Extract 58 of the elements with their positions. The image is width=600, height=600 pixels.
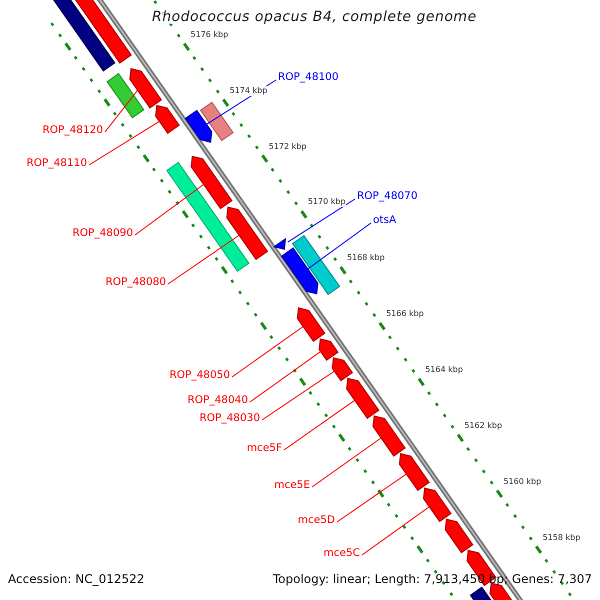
scale-label: 5162 kbp [464,420,502,431]
gene-band [166,162,250,272]
leader-line [312,438,382,488]
gene-band [200,102,234,142]
gene-feature [444,518,474,554]
leader-line [134,184,204,236]
gene-label: ROP_48120 [42,123,103,137]
gene-label: ROP_48090 [72,226,133,240]
leader-line [262,370,335,420]
leader-line [336,474,407,522]
gene-feature [190,156,233,210]
scale-label: 5166 kbp [386,309,424,320]
leader-line [104,90,138,132]
leader-line [232,326,304,378]
gene-label: ROP_48030 [199,411,260,425]
gene-feature [372,415,406,457]
gene-label: otsA [373,213,396,227]
gene-label: ROP_48070 [357,189,418,203]
title: Rhodococcus opacus B4, complete genome [152,10,477,24]
leader-line [250,351,322,402]
gene-label: mce5D [298,513,335,527]
scale-label: 5160 kbp [503,476,542,487]
scale-label: 5170 kbp [308,197,346,208]
scale-label: 5174 kbp [230,86,268,96]
accession-note: Accession: NC_012522 [8,572,144,586]
gene-feature [226,206,268,260]
leader-line [287,198,356,243]
gene-feature [346,378,380,419]
gene-label: mce5C [324,546,360,560]
gene-label: ROP_48040 [187,393,248,407]
gene-feature [318,338,339,361]
leader-line [284,400,356,450]
leader-line [88,120,160,166]
gene-label: ROP_48080 [105,275,166,289]
gene-label: ROP_48050 [169,368,230,382]
gene-feature [184,110,212,143]
scale-label: 5176 kbp [190,30,228,40]
gene-feature [332,357,354,382]
scale-label: 5168 kbp [346,253,385,264]
leader-line [168,234,240,284]
scale-label: 5172 kbp [268,142,306,152]
gene-label: ROP_48110 [26,156,87,170]
gene-feature [281,247,318,294]
gene-label: mce5F [246,441,282,455]
gene-label: mce5E [274,478,310,492]
scale-label: 5158 kbp [542,532,580,543]
gene-feature [155,104,180,134]
leader-line [362,506,430,556]
gene-band [106,72,144,118]
leader-line [307,222,372,270]
gene-label: ROP_48100 [278,70,339,84]
gene-band [292,234,340,296]
scale-label: 5164 kbp [425,365,463,376]
gene-feature [422,487,452,522]
gene-feature [129,68,162,109]
gene-feature [398,452,430,492]
gene-feature [296,307,326,342]
gene-feature [274,238,286,250]
